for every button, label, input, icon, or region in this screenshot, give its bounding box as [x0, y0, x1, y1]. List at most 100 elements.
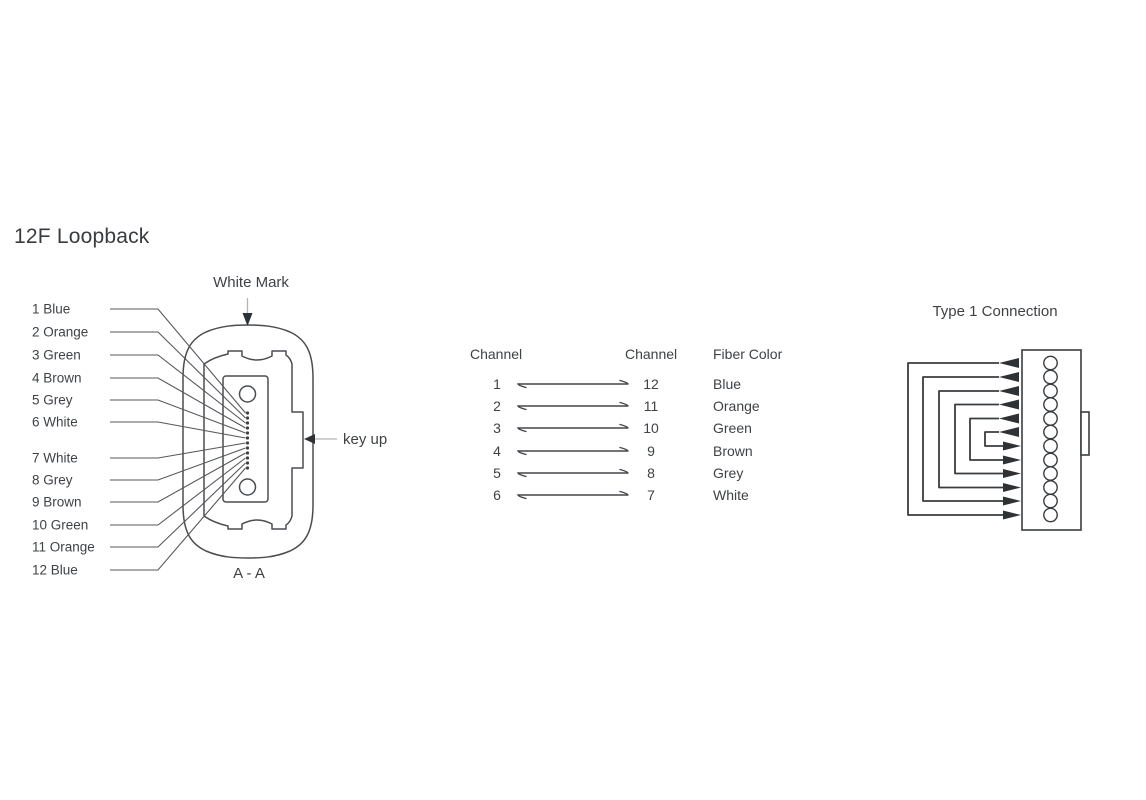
fiber-dot — [245, 436, 250, 440]
channel-from: 5 — [493, 465, 501, 481]
guide-pin-hole-top — [238, 385, 257, 403]
fiber-label: 9 Brown — [32, 495, 82, 510]
fiber-dot — [245, 456, 250, 460]
port-circle — [1043, 411, 1058, 426]
port-circle — [1043, 355, 1058, 371]
port-circle — [1043, 369, 1058, 385]
fan-line — [110, 421, 246, 439]
in-arrow-icon — [1003, 510, 1021, 520]
fan-line — [110, 354, 246, 424]
port-circle — [1043, 480, 1058, 495]
table-row: 5 8 Grey — [493, 465, 743, 481]
loop-pair-5-8 — [969, 417, 1003, 461]
fiber-dot — [245, 441, 250, 445]
fiber-label: 3 Green — [32, 348, 81, 363]
column-header-fiber-color: Fiber Color — [713, 346, 783, 362]
in-arrow-icon — [1003, 483, 1021, 492]
type1-connector-key-tab — [1080, 411, 1090, 456]
fiber-label: 8 Grey — [32, 473, 73, 488]
fiber-labels: 1 Blue 2 Orange 3 Green 4 Brown 5 Grey 6… — [32, 302, 95, 578]
fiber-dot — [245, 411, 250, 415]
fan-line — [110, 377, 246, 429]
fiber-dot — [245, 431, 250, 435]
fiber-label: 5 Grey — [32, 393, 73, 408]
fiber-label: 11 Orange — [32, 540, 95, 555]
column-header-channel-left: Channel — [470, 346, 522, 362]
out-arrow-icon — [999, 427, 1019, 437]
channel-from: 1 — [493, 376, 501, 392]
page-title: 12F Loopback — [14, 225, 150, 248]
in-arrow-icon — [1003, 441, 1021, 451]
port-circle — [1043, 424, 1058, 440]
in-arrow-icon — [1003, 496, 1021, 506]
fiber-color-value: Orange — [713, 398, 760, 414]
guide-pin-hole-bottom — [238, 478, 257, 496]
channel-to: 11 — [644, 398, 659, 414]
fiber-dot — [245, 466, 250, 470]
fiber-fan-lines — [110, 308, 246, 571]
fan-line — [110, 467, 246, 571]
channel-from: 2 — [493, 398, 501, 414]
channel-to: 10 — [643, 420, 659, 436]
channel-mapping-table: Channel Channel Fiber Color 1 12 Blue 2 … — [470, 346, 783, 503]
channel-to: 7 — [647, 487, 655, 503]
fiber-label: 4 Brown — [32, 371, 82, 386]
section-label: A - A — [233, 565, 265, 582]
in-arrow-icon — [1003, 455, 1021, 465]
column-header-channel-right: Channel — [625, 346, 677, 362]
loop-pair-4-9 — [954, 403, 1003, 475]
fiber-color-value: Brown — [713, 443, 753, 459]
channel-from: 6 — [493, 487, 501, 503]
type1-connection-diagram: Type 1 Connection — [907, 303, 1090, 531]
channel-from: 3 — [493, 420, 501, 436]
fan-line — [110, 331, 246, 419]
port-circle — [1043, 383, 1058, 399]
in-arrow-icon — [1003, 469, 1021, 478]
loop-pair-6-7 — [984, 431, 1003, 447]
fiber-dot — [245, 461, 250, 465]
loop-pair-1-12 — [907, 362, 1003, 516]
fiber-color-value: White — [713, 487, 749, 503]
fiber-dot — [245, 446, 250, 450]
fan-line — [110, 399, 246, 434]
table-row: 2 11 Orange — [493, 398, 760, 414]
bidirectional-arrow-icon — [517, 401, 629, 411]
bidirectional-arrow-icon — [517, 423, 629, 433]
out-arrow-icon — [999, 358, 1019, 368]
port-circle — [1043, 493, 1058, 509]
connector-cross-section: 1 Blue 2 Orange 3 Green 4 Brown 5 Grey 6… — [32, 274, 387, 582]
bidirectional-arrow-icon — [517, 468, 629, 478]
fiber-label: 7 White — [32, 451, 78, 466]
white-mark-label: White Mark — [213, 274, 289, 291]
fan-line — [110, 462, 246, 548]
incoming-arrowheads — [1003, 441, 1021, 520]
fan-line — [110, 308, 246, 414]
out-arrow-icon — [999, 399, 1019, 410]
fan-line — [110, 447, 246, 481]
fiber-label: 12 Blue — [32, 563, 78, 578]
fiber-color-value: Blue — [713, 376, 741, 392]
fiber-dot — [245, 426, 250, 430]
bidirectional-arrow-icon — [517, 490, 629, 500]
fiber-dot — [245, 451, 250, 455]
type1-title: Type 1 Connection — [932, 303, 1057, 320]
fan-line — [110, 452, 246, 503]
outgoing-arrowheads — [999, 358, 1019, 437]
table-row: 1 12 Blue — [493, 376, 741, 392]
port-circles — [1043, 355, 1058, 523]
fiber-label: 10 Green — [32, 518, 88, 533]
loop-pair-2-11 — [922, 376, 1003, 502]
fiber-dots — [245, 411, 250, 470]
channel-to: 12 — [643, 376, 659, 392]
port-circle — [1043, 507, 1058, 523]
white-mark-arrow-icon — [242, 313, 253, 326]
fiber-dot — [245, 416, 250, 420]
fan-line — [110, 457, 246, 526]
port-circle — [1043, 397, 1058, 412]
out-arrow-icon — [999, 386, 1019, 396]
port-circle — [1043, 452, 1058, 468]
bidirectional-arrow-icon — [517, 379, 629, 389]
fiber-label: 2 Orange — [32, 325, 88, 340]
channel-to: 9 — [647, 443, 655, 459]
